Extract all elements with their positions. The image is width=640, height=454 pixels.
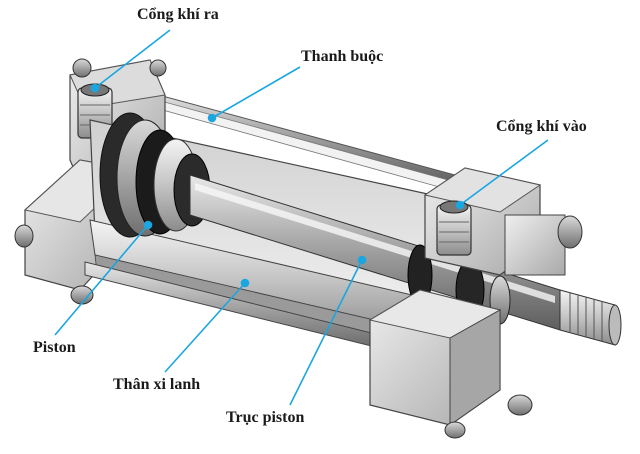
front-right-block xyxy=(368,289,533,439)
inlet-port-fitting xyxy=(436,200,472,256)
piston-rod xyxy=(189,174,622,346)
label-tie-rod: Thanh buộc xyxy=(301,48,384,65)
label-piston-rod: Trục piston xyxy=(226,409,305,426)
leader-exhaust-port xyxy=(94,29,171,89)
leader-piston-rod xyxy=(289,259,363,406)
leader-piston xyxy=(54,224,149,336)
label-exhaust-port: Cổng khí ra xyxy=(137,6,219,23)
label-cylinder-body: Thân xi lanh xyxy=(113,376,201,393)
label-inlet-port: Cổng khí vào xyxy=(496,118,587,135)
leader-tie-rod xyxy=(211,66,301,119)
label-piston: Piston xyxy=(33,339,76,356)
leader-cylinder-body xyxy=(164,282,246,373)
leader-lines xyxy=(54,29,549,406)
leader-inlet-port xyxy=(459,139,549,206)
piston xyxy=(99,112,211,238)
